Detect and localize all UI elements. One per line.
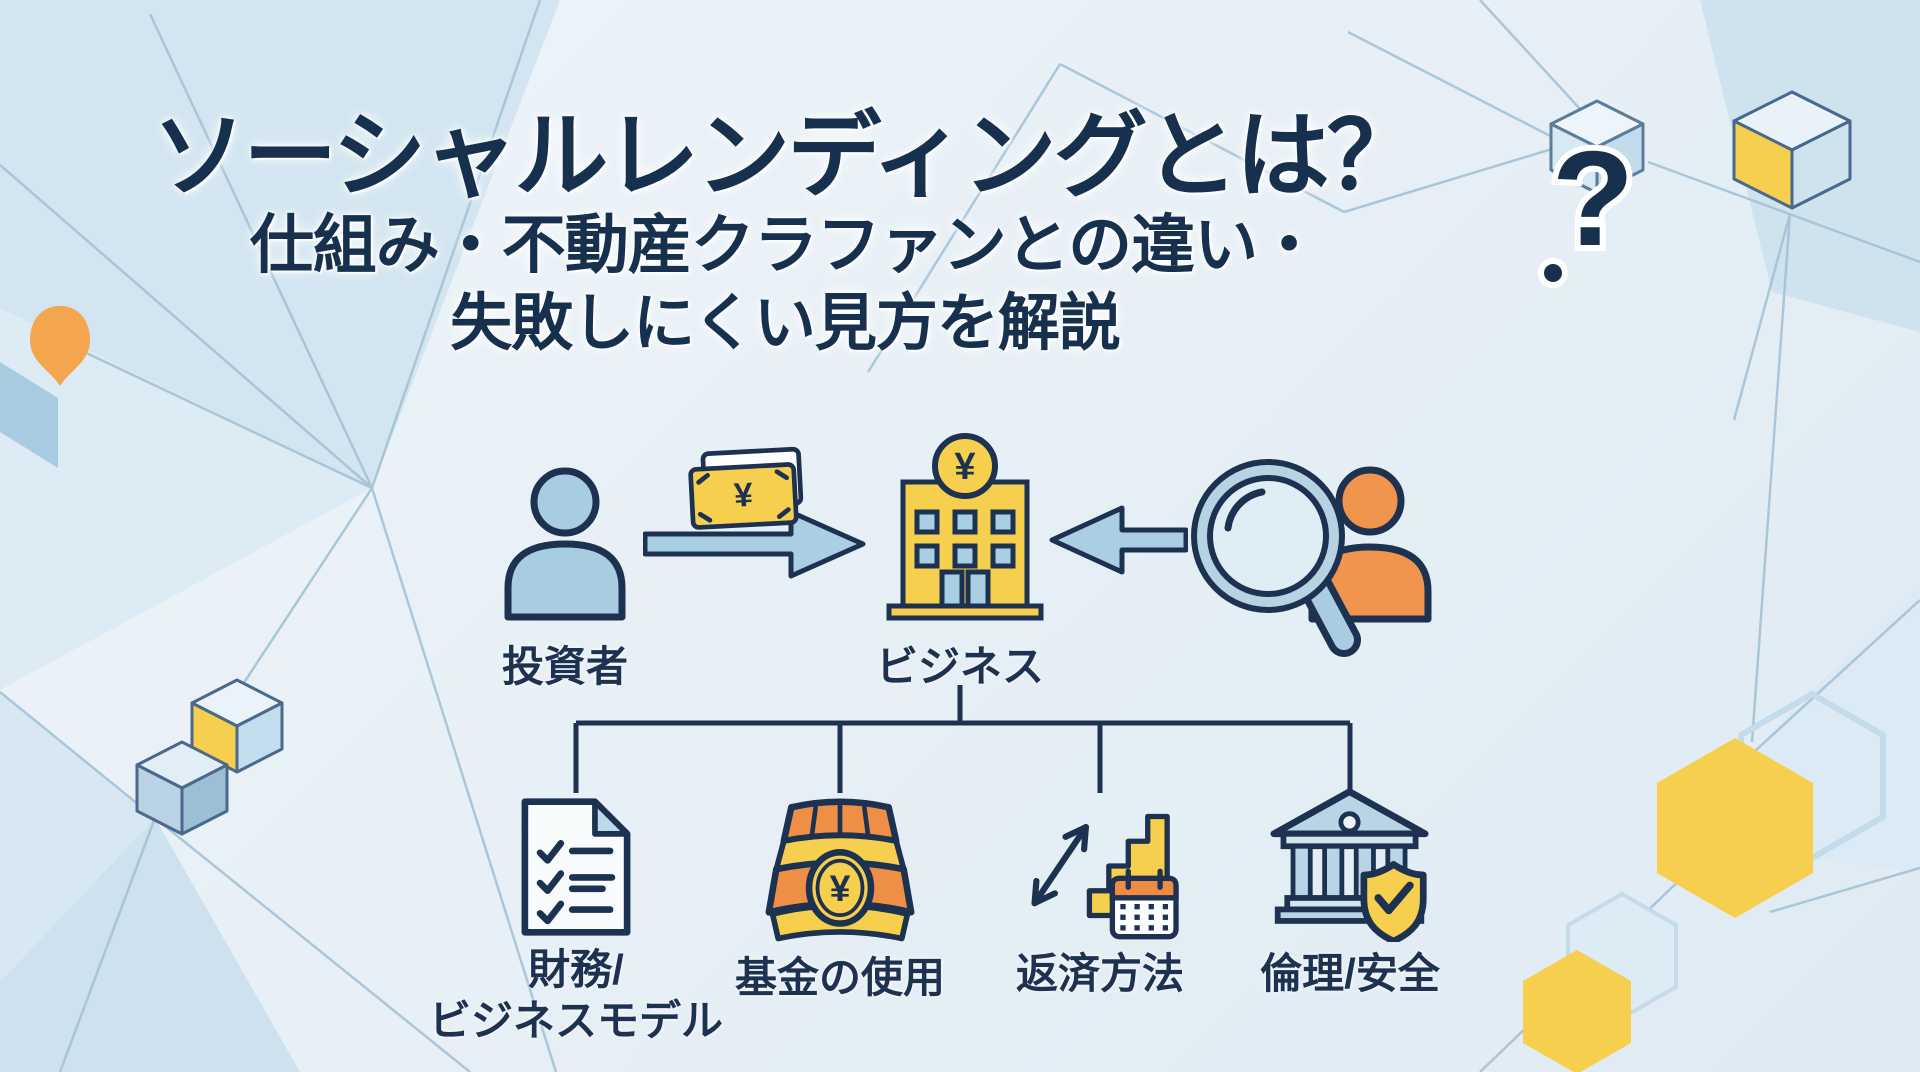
hexagon-shapes [1523, 690, 1886, 1072]
diagonal-arrow-icon [1031, 824, 1089, 907]
tree-item-ethics-safety: 倫理/安全 [1200, 784, 1500, 999]
bank-shield-icon [1270, 788, 1429, 942]
arrow-right-icon [643, 509, 866, 579]
page-title: ソーシャルレンディングとは？ [152, 103, 1421, 208]
tree-item-label: 基金の使用 [734, 954, 945, 1001]
cube-icon [1732, 90, 1852, 210]
tree-connectors [573, 685, 1353, 793]
tree-item-label: 倫理/安全 [1260, 950, 1440, 997]
treasure-chest-icon: ¥ [765, 798, 915, 942]
shield-check-icon [1360, 861, 1427, 942]
tree-item-repayment: 返済方法 [950, 790, 1250, 999]
magnifier-icon [1191, 459, 1361, 657]
arrow-left-icon [1049, 505, 1188, 575]
cube-icon [1549, 99, 1645, 195]
question-mark-decoration: ? [1552, 123, 1634, 274]
building-yen-symbol: ¥ [954, 446, 975, 488]
tree-item-label: 返済方法 [1015, 950, 1184, 997]
page-subtitle-line2: 失敗しにくい見方を解説 [450, 289, 1121, 358]
business-label: ビジネス [875, 643, 1044, 690]
yen-banknote-icon: ¥ [688, 446, 804, 530]
building-yen-icon: ¥ [886, 433, 1044, 621]
bill-yen-symbol: ¥ [733, 476, 754, 515]
investor-label: 投資者 [501, 643, 628, 690]
parallelogram-shape [0, 362, 58, 468]
tree-item-use-of-funds: ¥ 基金の使用 [690, 798, 990, 1003]
question-mark-dot [1538, 258, 1568, 288]
person-investor-icon [504, 467, 626, 621]
tree-item-financials: 財務/ ビジネスモデル [426, 796, 726, 1046]
tree-item-label: 財務/ [528, 946, 624, 993]
checklist-document-icon [521, 798, 631, 936]
cube-icon [135, 740, 229, 836]
page-subtitle-line1: 仕組み・不動産クラファンとの違い・ [249, 209, 1321, 281]
tree-item-label: ビジネスモデル [428, 997, 723, 1045]
calendar-icon [1109, 868, 1179, 940]
stairs-calendar-icon [1031, 813, 1179, 940]
pin-icon [30, 306, 90, 386]
chest-yen-symbol: ¥ [830, 867, 851, 909]
